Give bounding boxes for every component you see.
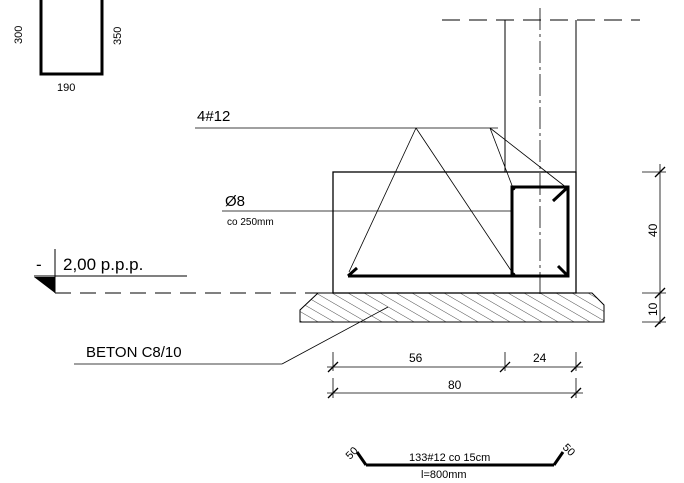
schedule-bar-length: l=800mm (421, 469, 467, 481)
schedule-hook-left (355, 451, 368, 466)
dim-width-right: 24 (533, 351, 547, 365)
dim-height-lower: 10 (646, 302, 660, 316)
bar-dot-bottom-right (564, 272, 570, 278)
column-cross-section: 300 350 190 (13, 0, 124, 94)
schedule-hook-right-length: 50 (560, 442, 577, 459)
level-marker: - 2,00 p.p.p. (34, 249, 333, 294)
level-sign: - (36, 255, 42, 274)
dim-width-total: 80 (448, 378, 462, 392)
concrete-text: BETON C8/10 (86, 344, 182, 361)
dim-height-upper: 40 (646, 223, 660, 237)
stirrup-diameter-text: Ø8 (225, 193, 245, 210)
level-value: 2,00 p.p.p. (63, 255, 143, 274)
top-bars-text: 4#12 (197, 108, 230, 125)
bar-dot-bottom-left (510, 272, 516, 278)
vertical-dimensions: 40 10 (642, 164, 666, 328)
label-top-bars: 4#12 (195, 108, 568, 273)
column-outline (39, 0, 104, 76)
column-dim-right: 350 (112, 27, 124, 45)
footing (299, 171, 605, 323)
column-dim-left: 300 (13, 26, 25, 44)
schedule-hook-left-length: 50 (344, 445, 361, 462)
bottom-bar-hook-left (347, 266, 358, 278)
lean-concrete-layer (299, 292, 605, 323)
schedule-bar-label: 133#12 co 15cm (409, 452, 490, 464)
horizontal-dimensions: 56 24 80 (327, 351, 583, 399)
reinforcement (347, 185, 570, 278)
column-dim-bottom: 190 (57, 82, 75, 94)
label-concrete: BETON C8/10 (74, 306, 389, 365)
concrete-leader-diagonal (281, 306, 389, 365)
column-elevation (442, 8, 640, 295)
bar-schedule: 50 50 133#12 co 15cm l=800mm (344, 442, 577, 481)
schedule-hook-right (552, 451, 565, 466)
level-triangle (34, 277, 55, 293)
stirrup-spacing-text: co 250mm (227, 217, 274, 228)
dim-width-left: 56 (409, 351, 423, 365)
label-stirrup: Ø8 co 250mm (222, 193, 512, 228)
